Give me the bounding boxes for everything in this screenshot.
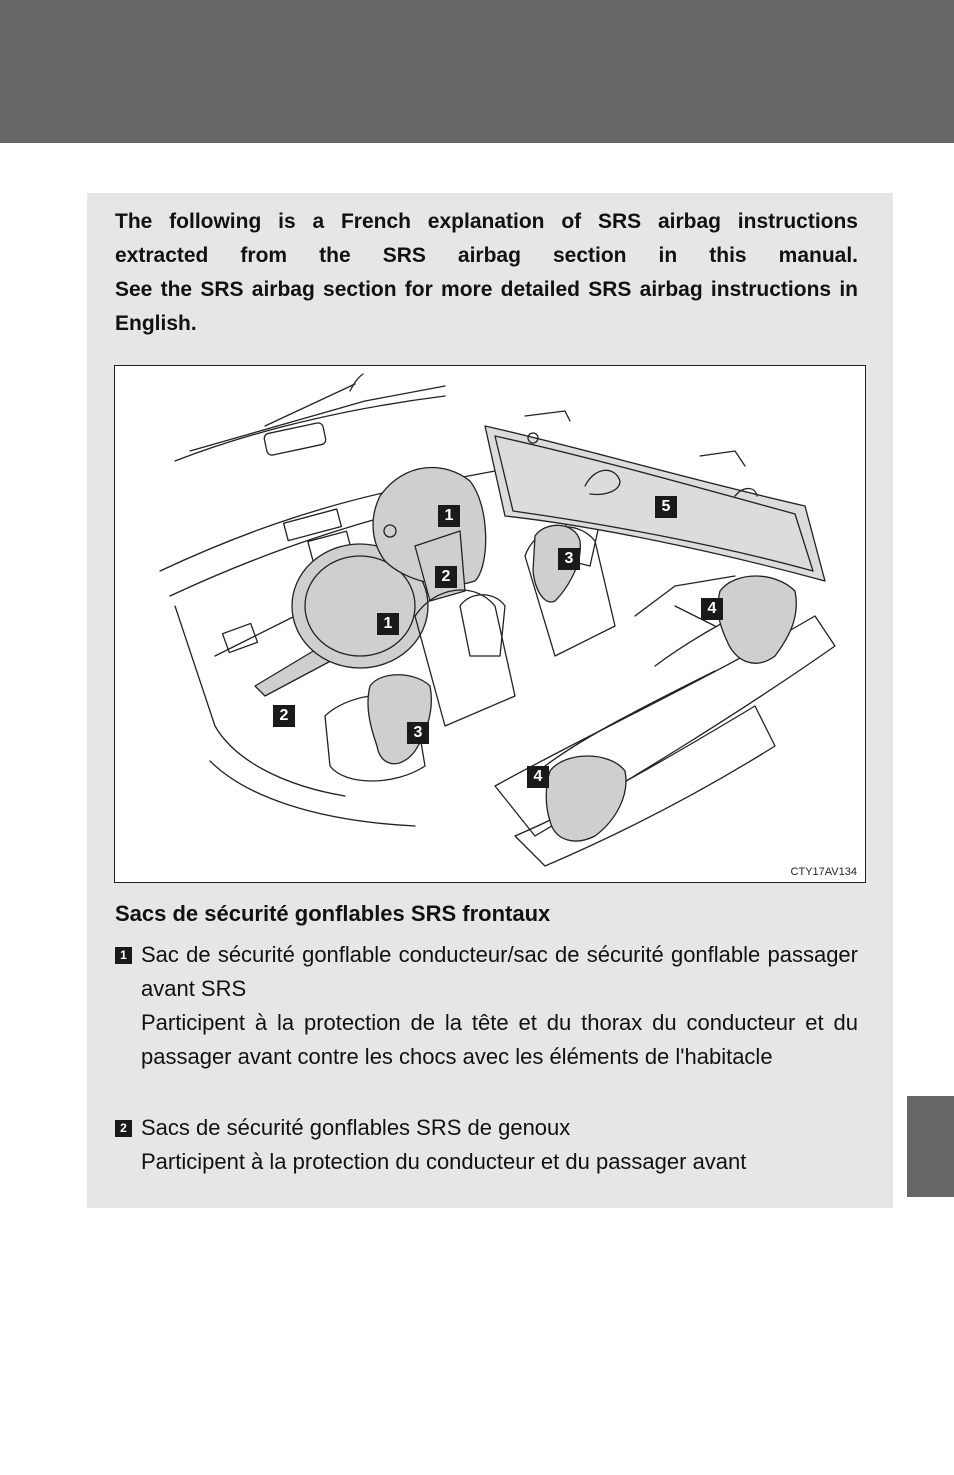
- intro-paragraph-1: The following is a French explanation of…: [115, 205, 858, 273]
- content-panel: The following is a French explanation of…: [87, 193, 893, 1208]
- callout-3-passenger: 3: [558, 548, 580, 570]
- car-interior-drawing: [115, 366, 865, 882]
- item-description: Participent à la protection de la tête e…: [141, 1006, 858, 1074]
- item-heading: Sac de sécurité gonflable conducteur/sac…: [141, 938, 858, 1006]
- callout-2-passenger: 2: [435, 566, 457, 588]
- list-item: 1 Sac de sécurité gonflable conducteur/s…: [115, 938, 858, 1074]
- callout-4-rear-left: 4: [527, 766, 549, 788]
- figure-code: CTY17AV134: [791, 866, 857, 878]
- item-heading: Sacs de sécurité gonflables SRS de genou…: [141, 1111, 858, 1145]
- callout-2-driver: 2: [273, 705, 295, 727]
- callout-3-driver: 3: [407, 722, 429, 744]
- item-description: Participent à la protection du conducteu…: [141, 1145, 858, 1179]
- callout-4-rear-right: 4: [701, 598, 723, 620]
- callout-1-passenger: 1: [438, 505, 460, 527]
- intro-paragraph-2: See the SRS airbag section for more deta…: [115, 273, 858, 341]
- item-number-badge: 2: [115, 1120, 132, 1137]
- list-item: 2 Sacs de sécurité gonflables SRS de gen…: [115, 1111, 858, 1179]
- header-banner: [0, 0, 954, 143]
- callout-5-rear-window: 5: [655, 496, 677, 518]
- chapter-tab: [907, 1096, 954, 1197]
- intro-text: The following is a French explanation of…: [115, 205, 858, 341]
- section-title: Sacs de sécurité gonflables SRS frontaux: [115, 901, 550, 927]
- item-number-badge: 1: [115, 947, 132, 964]
- callout-1-driver: 1: [377, 613, 399, 635]
- airbag-illustration: 1 2 1 2 3 3 4 4 5 CTY17AV134: [114, 365, 866, 883]
